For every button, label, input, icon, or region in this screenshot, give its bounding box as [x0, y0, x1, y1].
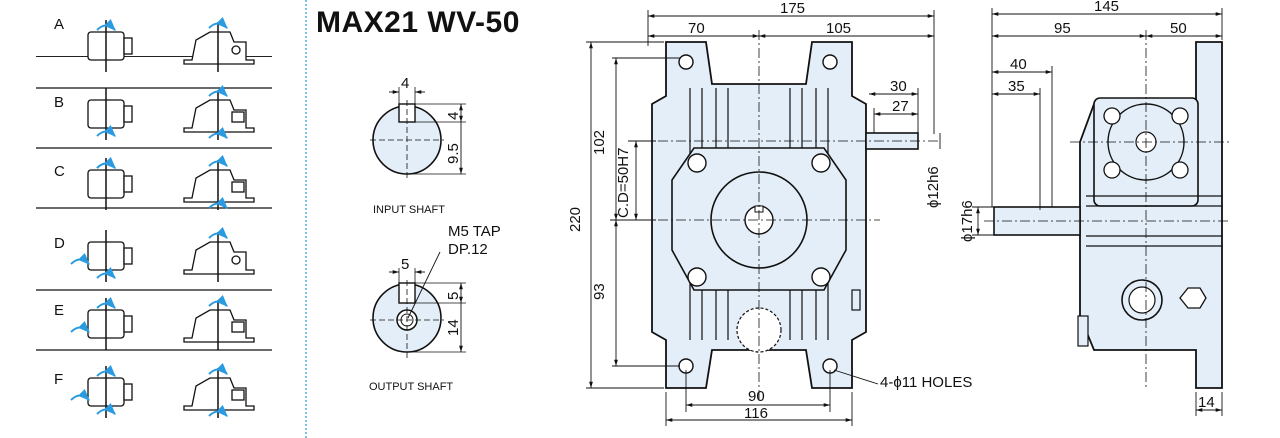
front-view: 175 70 105 30 27 ϕ12h6 220 102 C.D=50H7 …: [567, 0, 972, 426]
mounting-letter-d: D: [54, 235, 65, 252]
model-title: MAX21 WV-50: [316, 6, 520, 39]
section-divider: [305, 0, 307, 438]
mounting-icon-row-d: [70, 226, 255, 282]
front-foot-inner: 90: [748, 388, 765, 405]
mounting-table: [36, 87, 272, 351]
mounting-icons: [70, 16, 255, 418]
mounting-icon-row-e: [70, 294, 255, 350]
mounting-letter-b: B: [54, 94, 64, 111]
mounting-letter-a: A: [54, 16, 64, 33]
front-foot-outer: 116: [744, 405, 768, 422]
output-key-width: 5: [401, 256, 409, 273]
side-shaft-key: 35: [1008, 78, 1025, 95]
side-shaft-ext: 40: [1010, 56, 1027, 73]
mounting-row-a: A: [36, 0, 272, 57]
front-holes-label: 4-ϕ11 HOLES: [880, 374, 972, 391]
output-shaft-section: 5 5 14 M5 TAP DP.12 OUTPUT SHAFT: [369, 223, 501, 393]
tap-label: M5 TAP: [448, 223, 501, 240]
front-overall-width: 175: [780, 0, 805, 17]
input-key-depth: 4: [445, 112, 462, 120]
side-right-part: 50: [1170, 20, 1187, 37]
mounting-letter-e: E: [54, 302, 64, 319]
input-key-width: 4: [401, 75, 409, 92]
front-right-offset: 105: [826, 20, 851, 37]
front-lower-height: 93: [591, 283, 608, 300]
front-input-diameter: ϕ12h6: [925, 166, 942, 208]
mounting-icon-row-c: [87, 154, 255, 210]
side-foot-thickness: 14: [1198, 394, 1215, 411]
front-left-offset: 70: [688, 20, 705, 37]
mounting-letter-f: F: [54, 371, 63, 388]
output-key-depth: 5: [445, 292, 462, 300]
mounting-icon-row-f: [70, 362, 255, 418]
side-left-part: 95: [1054, 20, 1071, 37]
front-shaft-key: 27: [892, 98, 909, 115]
front-overall-height: 220: [567, 207, 584, 232]
input-shaft-section: 4 4 9.5 INPUT SHAFT: [370, 75, 466, 216]
front-upper-height: 102: [591, 130, 608, 155]
mounting-icon-row-b: [87, 84, 255, 140]
mounting-icon-row-a: [87, 16, 255, 72]
side-view: 145 95 50 40 35 ϕ17h6 14: [959, 0, 1230, 416]
output-height: 14: [445, 319, 462, 336]
mounting-positions-panel: A: [0, 0, 300, 438]
output-shaft-caption: OUTPUT SHAFT: [369, 381, 453, 393]
input-shaft-caption: INPUT SHAFT: [373, 204, 445, 216]
mounting-letters: A B C D E F: [54, 16, 65, 388]
mounting-letter-c: C: [54, 163, 65, 180]
tap-depth-label: DP.12: [448, 241, 488, 258]
side-overall-width: 145: [1094, 0, 1119, 15]
front-center-distance: C.D=50H7: [615, 148, 632, 218]
side-output-diameter: ϕ17h6: [959, 200, 976, 242]
input-height: 9.5: [445, 143, 462, 164]
front-shaft-length: 30: [890, 78, 907, 95]
